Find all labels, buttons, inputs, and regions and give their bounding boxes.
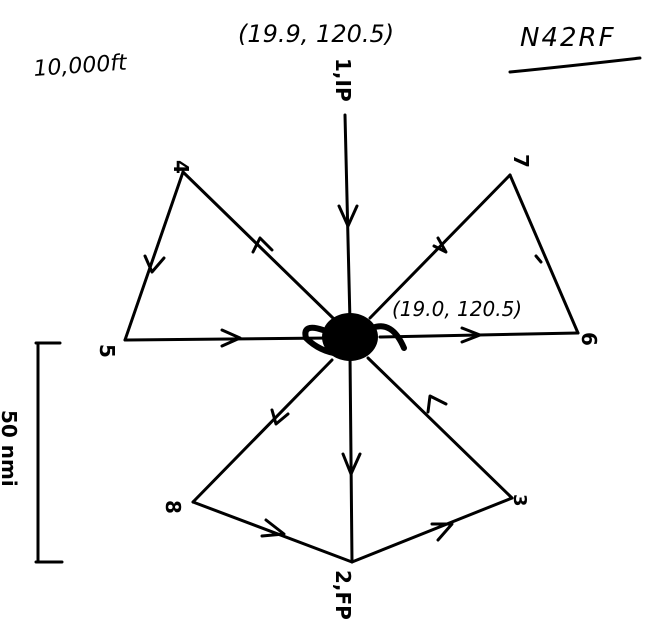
arrow-7-to-center [432, 236, 448, 254]
arrow-center-to-8 [270, 408, 290, 426]
center-coordinates-label: (19.0, 120.5) [392, 297, 522, 321]
leg-7-to-center [368, 173, 512, 320]
storm-center-symbol [302, 313, 407, 361]
flight-legs [123, 113, 580, 564]
waypoint-label-2: 2,FP [331, 570, 355, 620]
altitude-label: 10,000ft [33, 50, 129, 82]
arrow-center-to-4 [251, 236, 274, 254]
leg-fp-to-3 [350, 496, 514, 564]
arrow-center-to-6 [460, 326, 482, 344]
leg-ip-to-center [343, 113, 352, 324]
arrow-4-to-5 [143, 254, 166, 274]
waypoint-label-7: 7 [509, 154, 533, 168]
storm-center-left-tail [302, 324, 343, 357]
leg-center-to-4 [181, 170, 337, 322]
leg-3-to-center [366, 356, 514, 500]
arrow-3-to-center [426, 394, 448, 414]
arrow-5-to-center [220, 328, 242, 348]
waypoint-label-8: 8 [161, 500, 185, 514]
waypoint-label-3: 3 [509, 494, 530, 507]
scale-bar: 50 nmi [0, 341, 64, 564]
leg-5-to-center [123, 336, 332, 342]
aircraft-id-underline [508, 56, 642, 74]
scale-bar-label: 50 nmi [0, 410, 21, 487]
waypoint-label-6: 6 [577, 332, 601, 346]
leg-center-to-8 [191, 358, 334, 504]
leg-8-to-fp [191, 500, 354, 564]
storm-center-right-tail [369, 323, 407, 351]
arrow-8-to-fp [260, 518, 286, 538]
aircraft-id-label: N42RF [520, 23, 616, 53]
waypoint-label-4: 4 [169, 160, 193, 174]
arrow-6-to-7 [534, 254, 543, 264]
arrow-fp-to-3 [430, 522, 454, 542]
leg-4-to-5 [123, 170, 185, 342]
ip-coordinates-label: (19.9, 120.5) [238, 20, 394, 48]
leg-6-to-7 [508, 173, 580, 335]
arrow-ip-to-center [337, 204, 359, 228]
waypoint-label-5: 5 [95, 344, 119, 358]
leg-center-to-fp [348, 353, 354, 564]
waypoint-label-1: 1,IP [331, 58, 355, 102]
storm-center-blob [322, 313, 378, 361]
arrow-center-to-fp [341, 452, 362, 476]
